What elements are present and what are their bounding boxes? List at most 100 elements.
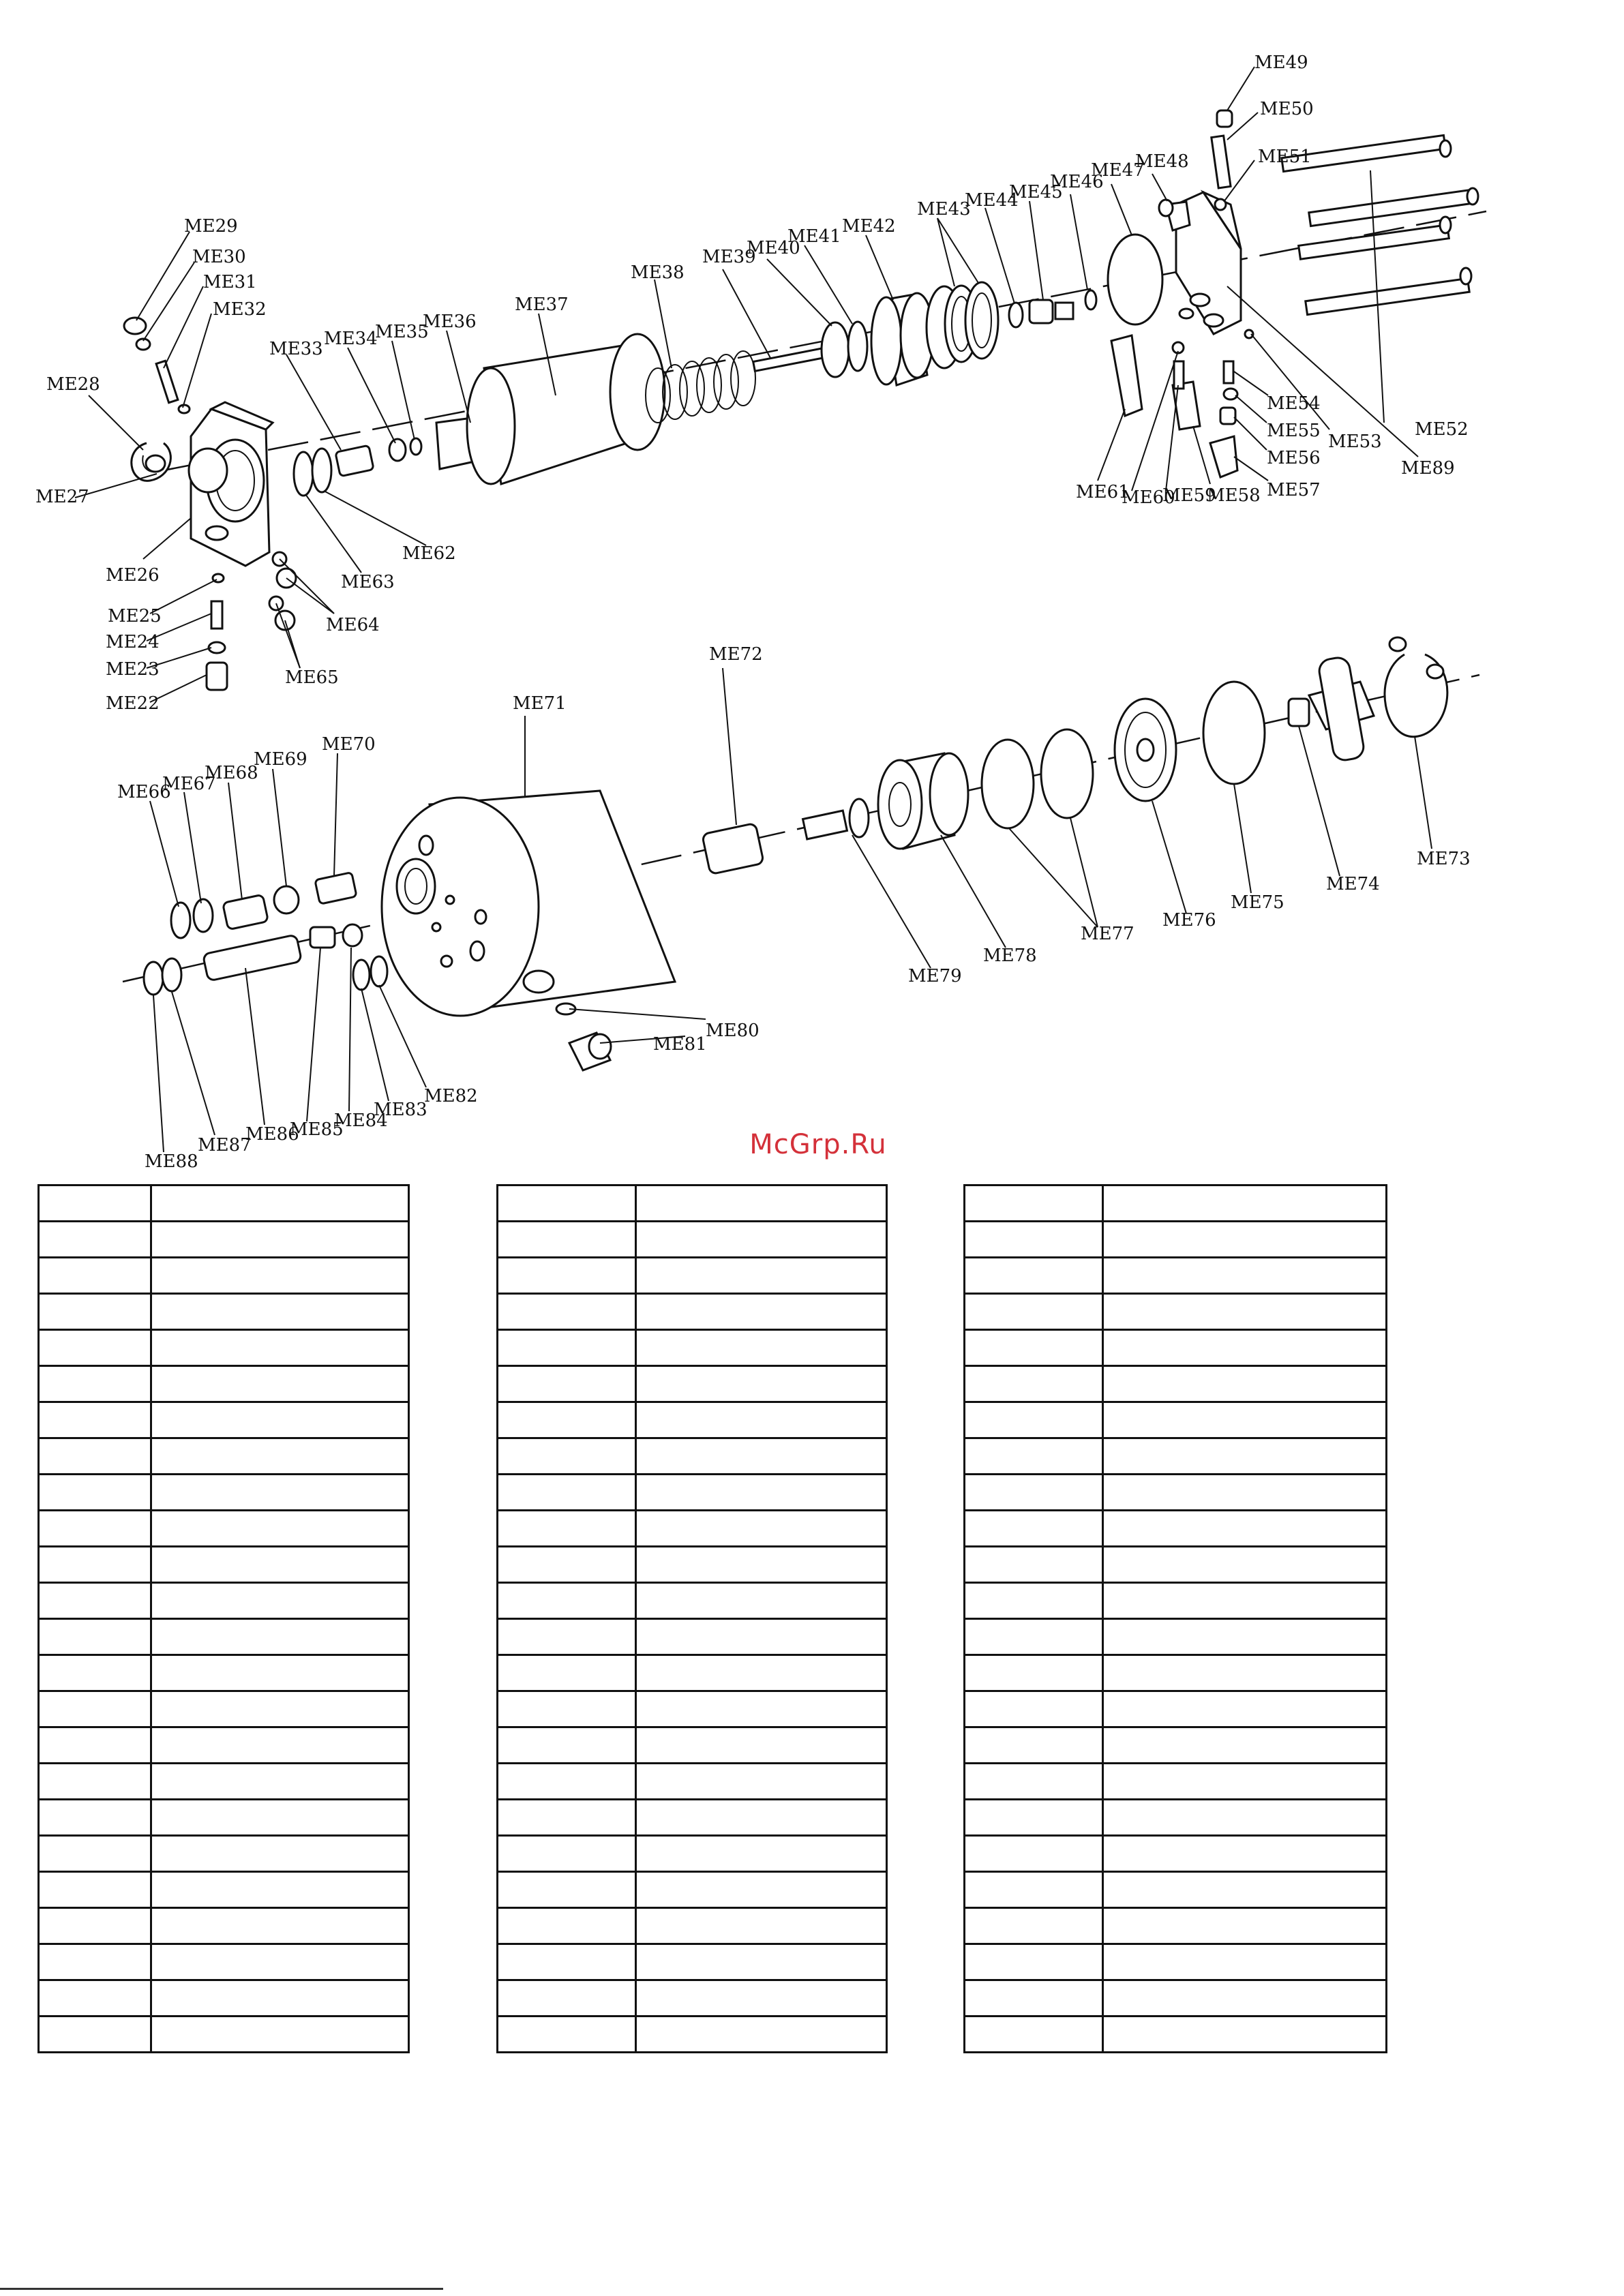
table-row	[963, 1979, 1387, 2017]
table-row	[496, 1256, 888, 1295]
part-name-cell	[150, 1979, 410, 2017]
part-number-cell	[963, 1979, 1104, 2017]
part-name-cell	[635, 1220, 888, 1258]
small-ring-part	[1008, 301, 1024, 329]
part-label: ME59	[1162, 485, 1216, 506]
washer-part	[1222, 387, 1239, 401]
table-row	[496, 1329, 888, 1367]
part-label: ME43	[917, 199, 971, 220]
part-number-cell	[963, 2015, 1104, 2053]
part-label: ME33	[269, 339, 323, 359]
table-row	[963, 1834, 1387, 1873]
ball-part	[273, 885, 300, 915]
part-name-cell	[635, 1582, 888, 1620]
ring-part	[820, 321, 850, 378]
piston-part	[877, 752, 969, 850]
part-name-cell	[635, 1871, 888, 1909]
part-label: ME34	[324, 329, 378, 349]
table-row	[37, 1726, 410, 1764]
table-row	[37, 1582, 410, 1620]
part-label: ME55	[1267, 421, 1321, 441]
table-row	[37, 1437, 410, 1475]
valve-core-part	[309, 926, 336, 949]
part-name-cell	[1102, 1871, 1387, 1909]
part-number-cell	[963, 1184, 1104, 1222]
table-row	[37, 1618, 410, 1656]
table-row	[496, 1437, 888, 1475]
small-ring-part	[268, 551, 297, 631]
bottom-screw-part	[205, 573, 228, 691]
part-name-cell	[1102, 1401, 1387, 1439]
part-name-cell	[635, 1979, 888, 2017]
o-ring-part	[311, 447, 333, 494]
part-name-cell	[1102, 1293, 1387, 1331]
part-name-cell	[1102, 1545, 1387, 1584]
table-row	[37, 1220, 410, 1258]
table-row	[37, 2015, 410, 2053]
part-label: ME51	[1258, 147, 1312, 167]
part-number-cell	[963, 1401, 1104, 1439]
table-row	[496, 1545, 888, 1584]
part-name-cell	[1102, 1473, 1387, 1511]
part-name-cell	[635, 1329, 888, 1367]
table-row	[37, 1690, 410, 1728]
part-label: ME84	[334, 1111, 388, 1131]
part-label: ME25	[108, 606, 162, 626]
part-number-cell	[496, 1618, 637, 1656]
housing-block-part	[187, 401, 275, 567]
part-label: ME29	[184, 216, 238, 237]
spring-part	[202, 935, 302, 981]
part-name-cell	[1102, 1582, 1387, 1620]
table-row	[963, 1618, 1387, 1656]
main-body-part	[380, 789, 677, 1017]
part-name-cell	[635, 1184, 888, 1222]
part-name-cell	[150, 1618, 410, 1656]
part-number-cell	[963, 1582, 1104, 1620]
part-label: ME38	[631, 262, 685, 283]
part-name-cell	[1102, 1437, 1387, 1475]
o-ring-part	[161, 957, 183, 993]
end-cap-part	[1113, 697, 1177, 802]
part-name-cell	[635, 1834, 888, 1873]
table-row	[496, 1401, 888, 1439]
table-row	[37, 1907, 410, 1945]
table-row	[496, 1293, 888, 1331]
part-name-cell	[150, 1762, 410, 1800]
part-name-cell	[150, 1509, 410, 1547]
table-row	[496, 1473, 888, 1511]
part-name-cell	[150, 1690, 410, 1728]
table-row	[496, 1871, 888, 1909]
part-label: ME31	[203, 272, 257, 292]
part-label: ME47	[1091, 160, 1145, 181]
part-label: ME46	[1050, 172, 1104, 192]
part-label: ME71	[513, 693, 567, 714]
part-name-cell	[1102, 1690, 1387, 1728]
part-label: ME54	[1267, 393, 1321, 414]
part-name-cell	[150, 1256, 410, 1295]
sleeve-part	[222, 894, 269, 930]
part-name-cell	[1102, 1654, 1387, 1692]
part-number-cell	[496, 1834, 637, 1873]
part-number-cell	[496, 1365, 637, 1403]
part-number-cell	[963, 1654, 1104, 1692]
table-row	[37, 1184, 410, 1222]
part-number-cell	[963, 1943, 1104, 1981]
part-number-cell	[963, 1798, 1104, 1837]
watermark: McGrp.Ru	[749, 1129, 887, 1160]
part-name-cell	[150, 1582, 410, 1620]
o-ring-part	[980, 738, 1035, 830]
part-label: ME83	[374, 1100, 427, 1120]
part-number-cell	[37, 1762, 152, 1800]
part-number-cell	[496, 1473, 637, 1511]
table-row	[37, 1834, 410, 1873]
part-number-cell	[37, 1871, 152, 1909]
part-label: ME76	[1162, 910, 1216, 931]
ball-part	[342, 923, 363, 948]
part-label: ME64	[326, 615, 380, 635]
table-row	[963, 1401, 1387, 1439]
pin-part	[801, 798, 870, 841]
sleeve-part	[335, 444, 374, 477]
pin-part	[1244, 329, 1254, 339]
part-label: ME23	[106, 659, 160, 680]
table-row	[37, 1256, 410, 1295]
